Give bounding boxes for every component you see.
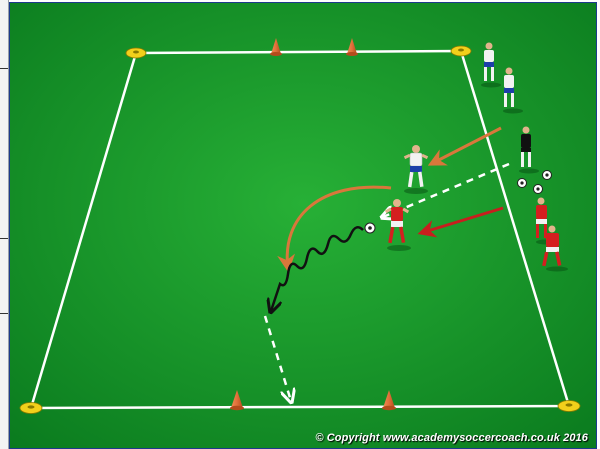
soccer-ball-icon: [518, 179, 527, 188]
marker-disc-icon: [451, 46, 471, 56]
soccer-ball-icon: [365, 223, 375, 233]
edge-tick: [0, 313, 8, 314]
edge-tick: [0, 68, 8, 69]
left-edge-strip: [0, 0, 9, 449]
marker-disc-icon: [20, 403, 42, 414]
soccer-ball-icon: [534, 185, 543, 194]
marker-disc-icon: [558, 401, 580, 412]
copyright-notice: © Copyright www.academysoccercoach.co.uk…: [315, 432, 588, 444]
marker-disc-icon: [126, 48, 146, 58]
pitch-svg: [10, 3, 596, 448]
soccer-drill-diagram: © Copyright www.academysoccercoach.co.uk…: [9, 2, 597, 449]
soccer-ball-icon: [543, 171, 552, 180]
edge-tick: [0, 238, 8, 239]
